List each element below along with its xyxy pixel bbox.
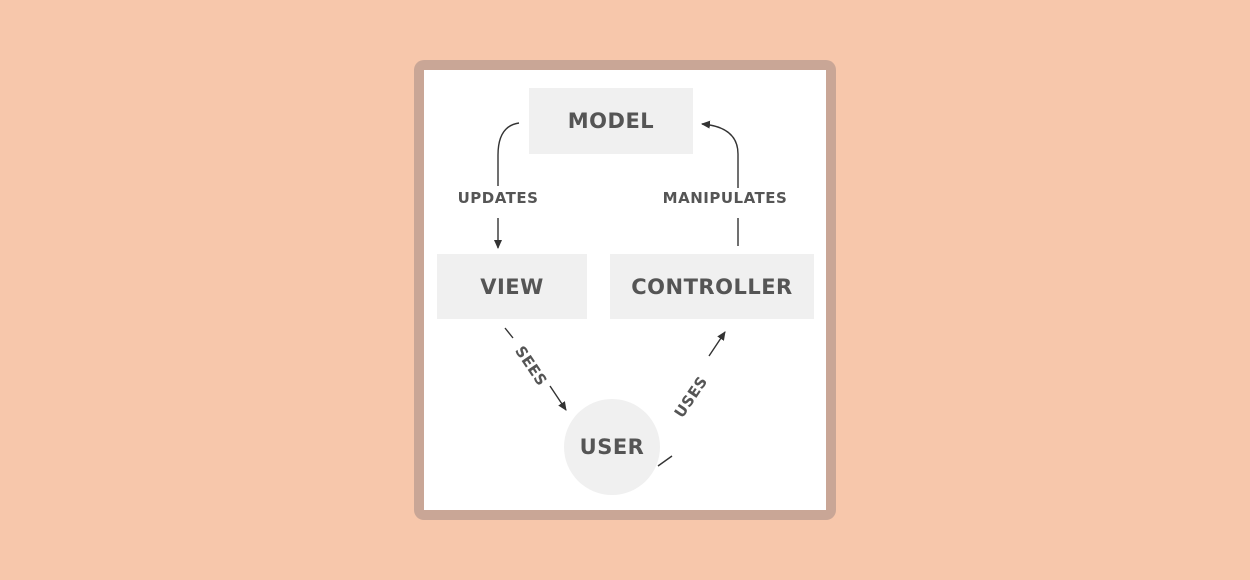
edge-sees-arrow (549, 385, 567, 411)
node-model: MODEL (529, 88, 693, 154)
edge-sees-upper (504, 327, 514, 339)
node-controller-label: CONTROLLER (631, 274, 793, 299)
edge-label-manipulates: MANIPULATES (662, 189, 788, 207)
edge-uses-lower (657, 455, 673, 467)
node-user-label: USER (579, 435, 645, 459)
node-controller: CONTROLLER (610, 254, 814, 319)
node-model-label: MODEL (567, 109, 655, 133)
node-view-label: VIEW (480, 274, 544, 299)
diagram-frame: MODEL VIEW CONTROLLER USER UPDATES MANIP… (414, 60, 836, 520)
diagram-canvas: MODEL VIEW CONTROLLER USER UPDATES MANIP… (424, 70, 826, 510)
edge-uses-arrow (708, 331, 726, 357)
edge-label-updates: UPDATES (457, 189, 539, 207)
edge-updates-upper (497, 122, 520, 186)
node-user: USER (564, 399, 660, 495)
edge-manipulates-arrow (701, 120, 739, 188)
node-view: VIEW (437, 254, 587, 319)
diagram-edges (494, 120, 739, 467)
